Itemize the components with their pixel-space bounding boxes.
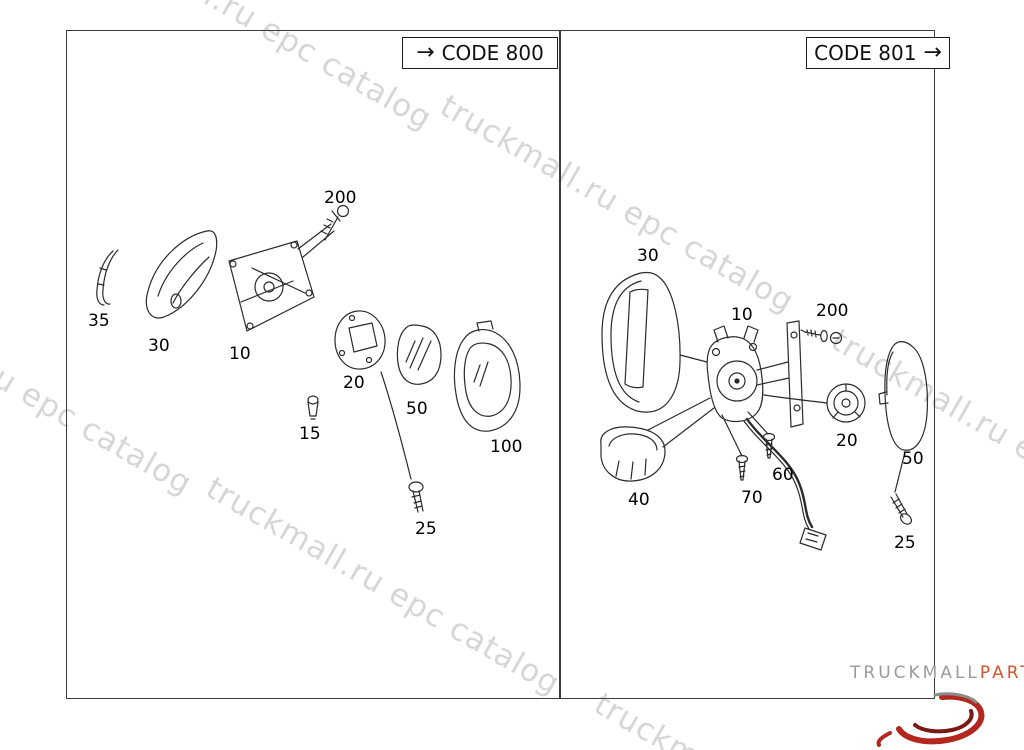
wiring-harness bbox=[743, 417, 827, 551]
logo-truckmall-text: TRUCKMALL bbox=[850, 663, 980, 683]
part-label-10: 10 bbox=[731, 305, 753, 325]
code-800-box: → CODE 800 bbox=[402, 37, 558, 69]
screw-200-left bbox=[320, 204, 350, 241]
part-label-60: 60 bbox=[772, 465, 794, 485]
part-20-actuator bbox=[763, 383, 866, 423]
part-15-bulb bbox=[307, 395, 319, 420]
screw-200-right bbox=[800, 329, 843, 345]
part-label-70: 70 bbox=[741, 488, 763, 508]
part-label-25: 25 bbox=[894, 533, 916, 553]
part-100-mirror-assembly bbox=[453, 320, 521, 432]
section-divider bbox=[559, 30, 561, 699]
part-label-30: 30 bbox=[637, 246, 659, 266]
part-50-glass-small bbox=[396, 324, 442, 385]
part-30-housing bbox=[601, 271, 681, 413]
logo-swirl-graphic bbox=[876, 692, 985, 747]
part-label-20: 20 bbox=[343, 373, 365, 393]
part-label-50: 50 bbox=[902, 449, 924, 469]
part-40-lower-cover bbox=[600, 426, 666, 482]
part-label-200: 200 bbox=[816, 301, 849, 321]
logo-parts-text: PARTS bbox=[979, 663, 1024, 683]
part-label-25: 25 bbox=[415, 519, 437, 539]
truckmall-logo: TRUCKMALLPARTS bbox=[850, 663, 1024, 683]
part-label-200: 200 bbox=[324, 188, 357, 208]
screw-25-right bbox=[890, 451, 913, 525]
arrow-right-icon: → bbox=[416, 40, 435, 65]
part-10-bracket bbox=[228, 223, 335, 332]
screw-25-left bbox=[380, 371, 424, 513]
part-10-mechanism bbox=[647, 320, 804, 457]
part-label-30: 30 bbox=[148, 336, 170, 356]
code-801-label: CODE 801 bbox=[814, 41, 917, 65]
code-801-box: CODE 801 → bbox=[806, 37, 950, 69]
part-label-10: 10 bbox=[229, 344, 251, 364]
part-30-back-cover bbox=[145, 230, 218, 319]
part-label-100: 100 bbox=[490, 437, 523, 457]
part-35-gasket bbox=[96, 249, 119, 306]
arrow-right-icon: → bbox=[923, 40, 942, 65]
screw-70 bbox=[735, 454, 749, 481]
part-label-35: 35 bbox=[88, 311, 110, 331]
part-label-20: 20 bbox=[836, 431, 858, 451]
part-50-glass bbox=[878, 341, 929, 451]
part-label-40: 40 bbox=[628, 490, 650, 510]
part-label-15: 15 bbox=[299, 424, 321, 444]
part-20-adapter-plate bbox=[334, 310, 386, 370]
diagram-frame bbox=[66, 30, 935, 699]
code-800-label: CODE 800 bbox=[441, 41, 544, 65]
part-label-50: 50 bbox=[406, 399, 428, 419]
